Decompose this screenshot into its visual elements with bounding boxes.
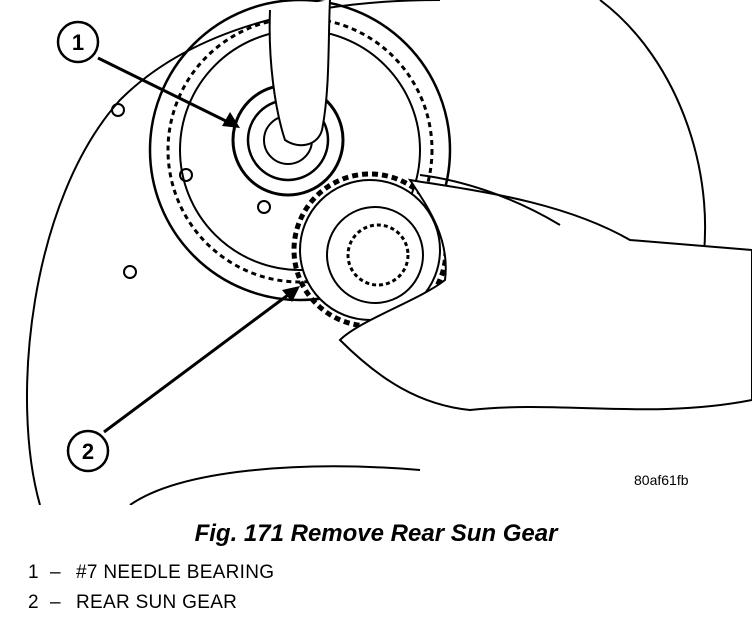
legend-label: REAR SUN GEAR	[76, 592, 238, 613]
callout-1-leader	[97, 56, 233, 126]
mount-hole	[179, 168, 193, 182]
ring-gear-outer	[148, 0, 452, 302]
hand-finger	[268, 0, 331, 147]
sun-gear-bore	[346, 223, 410, 287]
callout-2-number: 2	[82, 439, 94, 464]
legend-item: 1–#7 NEEDLE BEARING	[28, 562, 274, 584]
hand-palm	[338, 178, 752, 412]
housing-lower	[129, 465, 421, 505]
mount-hole	[123, 265, 137, 279]
figure-number: Fig. 171	[194, 520, 284, 547]
sun-gear-hub	[326, 206, 424, 304]
figure-caption: Fig. 171 Remove Rear Sun Gear	[0, 520, 752, 548]
legend-label: #7 NEEDLE BEARING	[76, 562, 275, 583]
legend-separator: –	[50, 562, 61, 583]
legend-item: 2–REAR SUN GEAR	[28, 592, 237, 614]
legend-number: 1	[28, 562, 39, 583]
transmission-illustration: 1 2	[26, 0, 752, 505]
housing-rim-right	[599, 0, 707, 281]
callout-2-arrowhead	[282, 286, 300, 302]
mount-hole	[111, 103, 125, 117]
callout-1-arrowhead	[222, 112, 240, 128]
mount-hole	[257, 200, 271, 214]
image-reference-code: 80af61fb	[634, 472, 689, 488]
legend-number: 2	[28, 592, 39, 613]
callout-2-circle	[66, 429, 110, 473]
hand-thumb	[419, 174, 561, 226]
callout-1-circle	[56, 20, 100, 64]
callout-2-leader	[103, 290, 293, 434]
figure-title: Remove Rear Sun Gear	[290, 520, 558, 547]
legend-separator: –	[50, 592, 61, 613]
callout-1-number: 1	[72, 30, 84, 55]
